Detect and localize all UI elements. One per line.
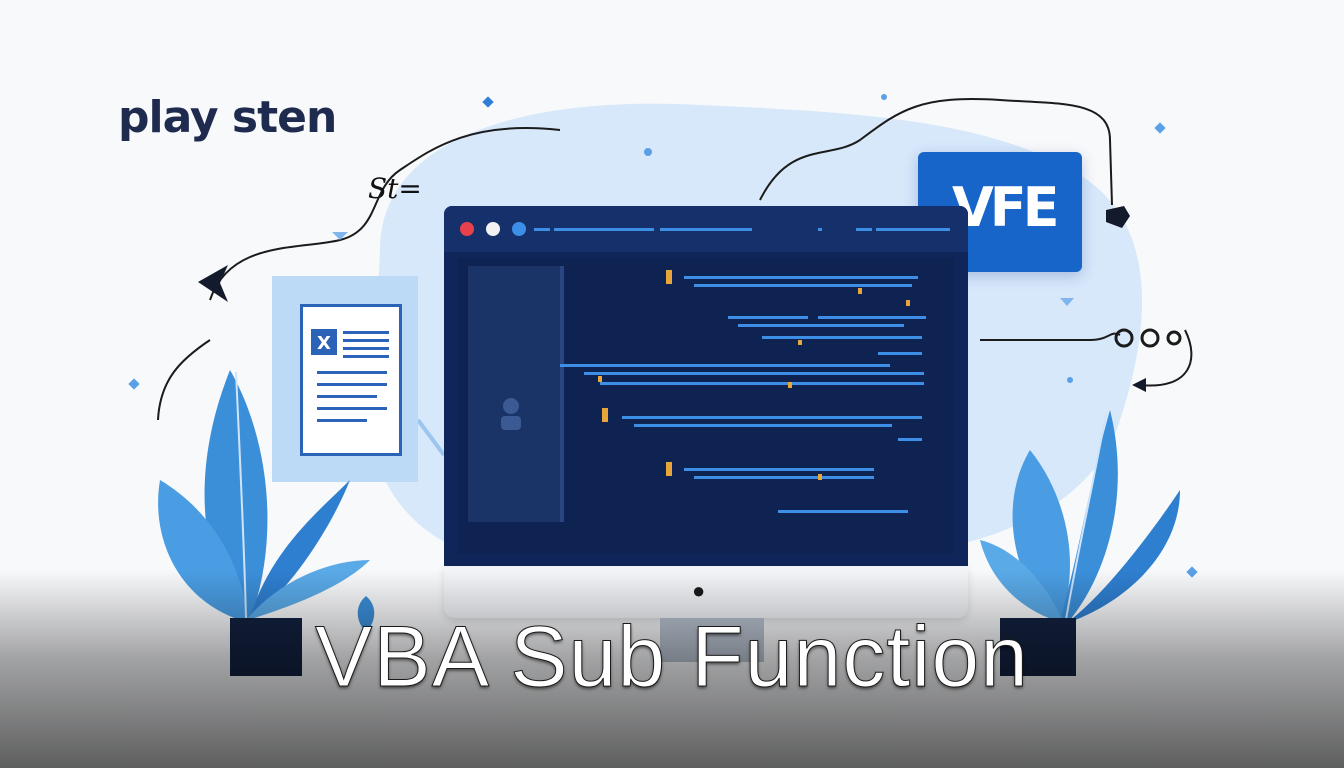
scribble-label: St= <box>368 172 422 205</box>
sparkle <box>482 96 494 108</box>
arrow-right-icon <box>1106 206 1130 228</box>
sparkle <box>1067 377 1073 383</box>
window-minimize-dot <box>486 222 500 236</box>
document-lines: X <box>311 329 389 422</box>
sparkle <box>644 148 652 156</box>
connector-curve-left-low <box>157 339 211 421</box>
code-lines <box>560 270 926 513</box>
sparkle <box>881 94 887 100</box>
editor-side-panel <box>468 266 564 522</box>
sparkle <box>1154 122 1166 134</box>
title-gradient-overlay <box>0 570 1344 768</box>
excel-x-letter: X <box>317 333 331 354</box>
excel-x-icon <box>311 329 337 355</box>
titlebar-bars <box>534 228 950 231</box>
connector-curve-right <box>1139 329 1193 387</box>
ring-2 <box>1140 328 1160 348</box>
document-page: X <box>300 304 402 456</box>
sparkle <box>332 232 348 240</box>
window-maximize-dot <box>512 222 526 236</box>
monitor: ● <box>444 206 968 618</box>
arrow-small-icon <box>1132 378 1146 392</box>
connector-curve-left <box>209 127 561 301</box>
sparkle <box>1060 298 1074 306</box>
page-title: VBA Sub Function <box>315 609 1029 706</box>
code-editor <box>458 258 954 554</box>
spreadsheet-document: X <box>272 276 418 482</box>
connector-line-doc <box>416 418 446 457</box>
ring-3 <box>1166 330 1182 346</box>
user-icon <box>501 398 521 430</box>
window-close-dot <box>460 222 474 236</box>
connector-curve-top <box>759 98 1113 206</box>
arrow-left-icon <box>198 265 228 302</box>
window-titlebar <box>444 206 968 252</box>
sparkle <box>128 378 140 390</box>
brand-logo: play sten <box>118 92 337 143</box>
vb-badge-label: VFE <box>952 176 1060 239</box>
monitor-screen <box>444 206 968 566</box>
ring-1 <box>1114 328 1134 348</box>
